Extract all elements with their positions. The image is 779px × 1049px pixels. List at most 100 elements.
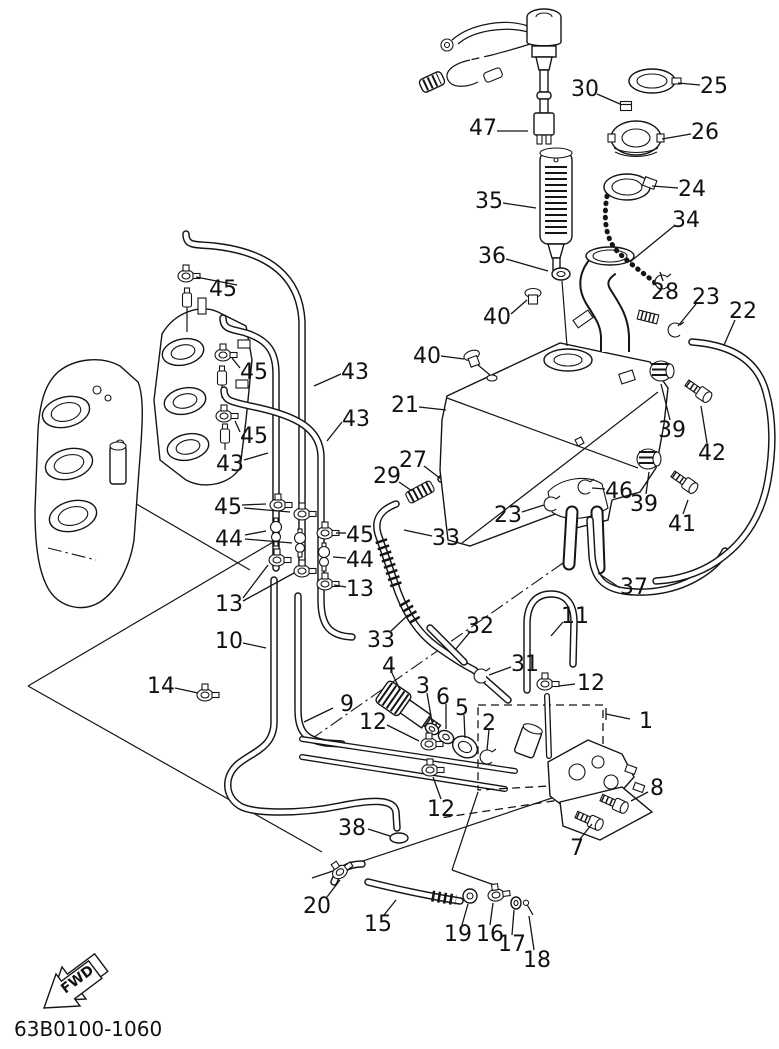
callout-4[interactable]: 4 — [382, 654, 396, 679]
drawing-code: 63B0100-1060 — [14, 1017, 162, 1041]
callout-24[interactable]: 24 — [678, 177, 706, 202]
clamp-45a — [177, 264, 201, 283]
washer-36 — [551, 267, 571, 281]
hose-15 — [364, 878, 464, 906]
callout-2[interactable]: 2 — [482, 711, 496, 736]
callout-12[interactable]: 12 — [577, 671, 605, 696]
callout-14[interactable]: 14 — [147, 674, 175, 699]
callout-20[interactable]: 20 — [303, 894, 331, 919]
callout-46[interactable]: 46 — [605, 479, 633, 504]
oil-level-gauge-47 — [418, 8, 562, 145]
bolt-41 — [669, 469, 699, 495]
callout-43[interactable]: 43 — [342, 407, 370, 432]
callout-8[interactable]: 8 — [650, 776, 664, 801]
callout-36[interactable]: 36 — [478, 244, 506, 269]
callout-39[interactable]: 39 — [630, 492, 658, 517]
callout-47[interactable]: 47 — [469, 116, 497, 141]
callout-38[interactable]: 38 — [338, 816, 366, 841]
callout-10[interactable]: 10 — [215, 629, 243, 654]
callout-40[interactable]: 40 — [413, 344, 441, 369]
callout-43[interactable]: 43 — [341, 360, 369, 385]
callout-26[interactable]: 26 — [691, 120, 719, 145]
callout-39[interactable]: 39 — [658, 418, 686, 443]
clamp-16 — [485, 881, 512, 903]
filler-neck — [572, 246, 660, 352]
callout-44[interactable]: 44 — [215, 527, 243, 552]
callout-15[interactable]: 15 — [364, 912, 392, 937]
bottom-fittings — [326, 832, 534, 916]
callout-43[interactable]: 43 — [216, 452, 244, 477]
callout-6[interactable]: 6 — [436, 685, 450, 710]
plug-39a — [650, 361, 674, 381]
plug-45a — [181, 287, 193, 308]
tank-outlets — [562, 505, 606, 575]
callout-31[interactable]: 31 — [511, 652, 539, 677]
leader-lines — [174, 82, 736, 951]
callout-28[interactable]: 28 — [651, 280, 679, 305]
gasket-24 — [603, 173, 658, 201]
grommet-38 — [389, 832, 409, 844]
nut-19 — [462, 888, 478, 904]
callout-32[interactable]: 32 — [466, 614, 494, 639]
elbow-fitting-20 — [326, 854, 366, 886]
pin-18 — [522, 899, 534, 916]
nut-30 — [619, 100, 633, 112]
callout-33[interactable]: 33 — [432, 526, 460, 551]
callout-5[interactable]: 5 — [455, 696, 469, 721]
plug-39b — [637, 449, 661, 469]
callout-45[interactable]: 45 — [240, 424, 268, 449]
clamp-13b — [293, 559, 317, 578]
callout-16[interactable]: 16 — [476, 922, 504, 947]
callout-44[interactable]: 44 — [346, 548, 374, 573]
callout-17[interactable]: 17 — [498, 932, 526, 957]
callout-11[interactable]: 11 — [561, 604, 589, 629]
callout-19[interactable]: 19 — [444, 922, 472, 947]
coupler-29 — [405, 480, 435, 504]
callout-33[interactable]: 33 — [367, 628, 395, 653]
clip-2 — [479, 748, 497, 765]
callout-42[interactable]: 42 — [698, 441, 726, 466]
callout-45[interactable]: 45 — [214, 495, 242, 520]
engine-block — [34, 359, 143, 609]
washer-17 — [510, 896, 522, 910]
callout-13[interactable]: 13 — [346, 577, 374, 602]
construction-lines — [27, 501, 594, 887]
callout-29[interactable]: 29 — [373, 464, 401, 489]
callout-1[interactable]: 1 — [639, 709, 653, 734]
callout-22[interactable]: 22 — [729, 299, 757, 324]
callout-7[interactable]: 7 — [570, 836, 584, 861]
callout-12[interactable]: 12 — [359, 710, 387, 735]
callout-45[interactable]: 45 — [346, 523, 374, 548]
callout-41[interactable]: 41 — [668, 512, 696, 537]
callout-3[interactable]: 3 — [416, 674, 430, 699]
callout-27[interactable]: 27 — [399, 448, 427, 473]
strainer-35 — [539, 147, 573, 271]
callout-45[interactable]: 45 — [209, 277, 237, 302]
callout-18[interactable]: 18 — [523, 948, 551, 973]
grommet-40a — [524, 287, 542, 305]
callout-labels: 47 30 25 26 24 34 28 23 22 35 36 40 40 2… — [147, 74, 757, 973]
callout-23[interactable]: 23 — [692, 285, 720, 310]
callout-12[interactable]: 12 — [427, 797, 455, 822]
oil-hoses-left — [182, 230, 518, 832]
pump-inlet — [513, 723, 543, 759]
callout-13[interactable]: 13 — [215, 592, 243, 617]
callout-25[interactable]: 25 — [700, 74, 728, 99]
cap-chain-34 — [602, 193, 663, 290]
callout-40[interactable]: 40 — [483, 305, 511, 330]
callout-34[interactable]: 34 — [672, 208, 700, 233]
callout-45[interactable]: 45 — [240, 360, 268, 385]
callout-23[interactable]: 23 — [494, 503, 522, 528]
clamp-12c — [536, 672, 560, 691]
clip-23-top — [667, 321, 685, 338]
callout-35[interactable]: 35 — [475, 189, 503, 214]
hose-11 — [523, 590, 578, 694]
grommet-40b — [462, 347, 484, 369]
callout-9[interactable]: 9 — [340, 692, 354, 717]
filler-cap-26 — [607, 120, 665, 158]
bolt-42 — [683, 378, 713, 404]
callout-30[interactable]: 30 — [571, 77, 599, 102]
callout-21[interactable]: 21 — [391, 393, 419, 418]
callout-37[interactable]: 37 — [620, 575, 648, 600]
